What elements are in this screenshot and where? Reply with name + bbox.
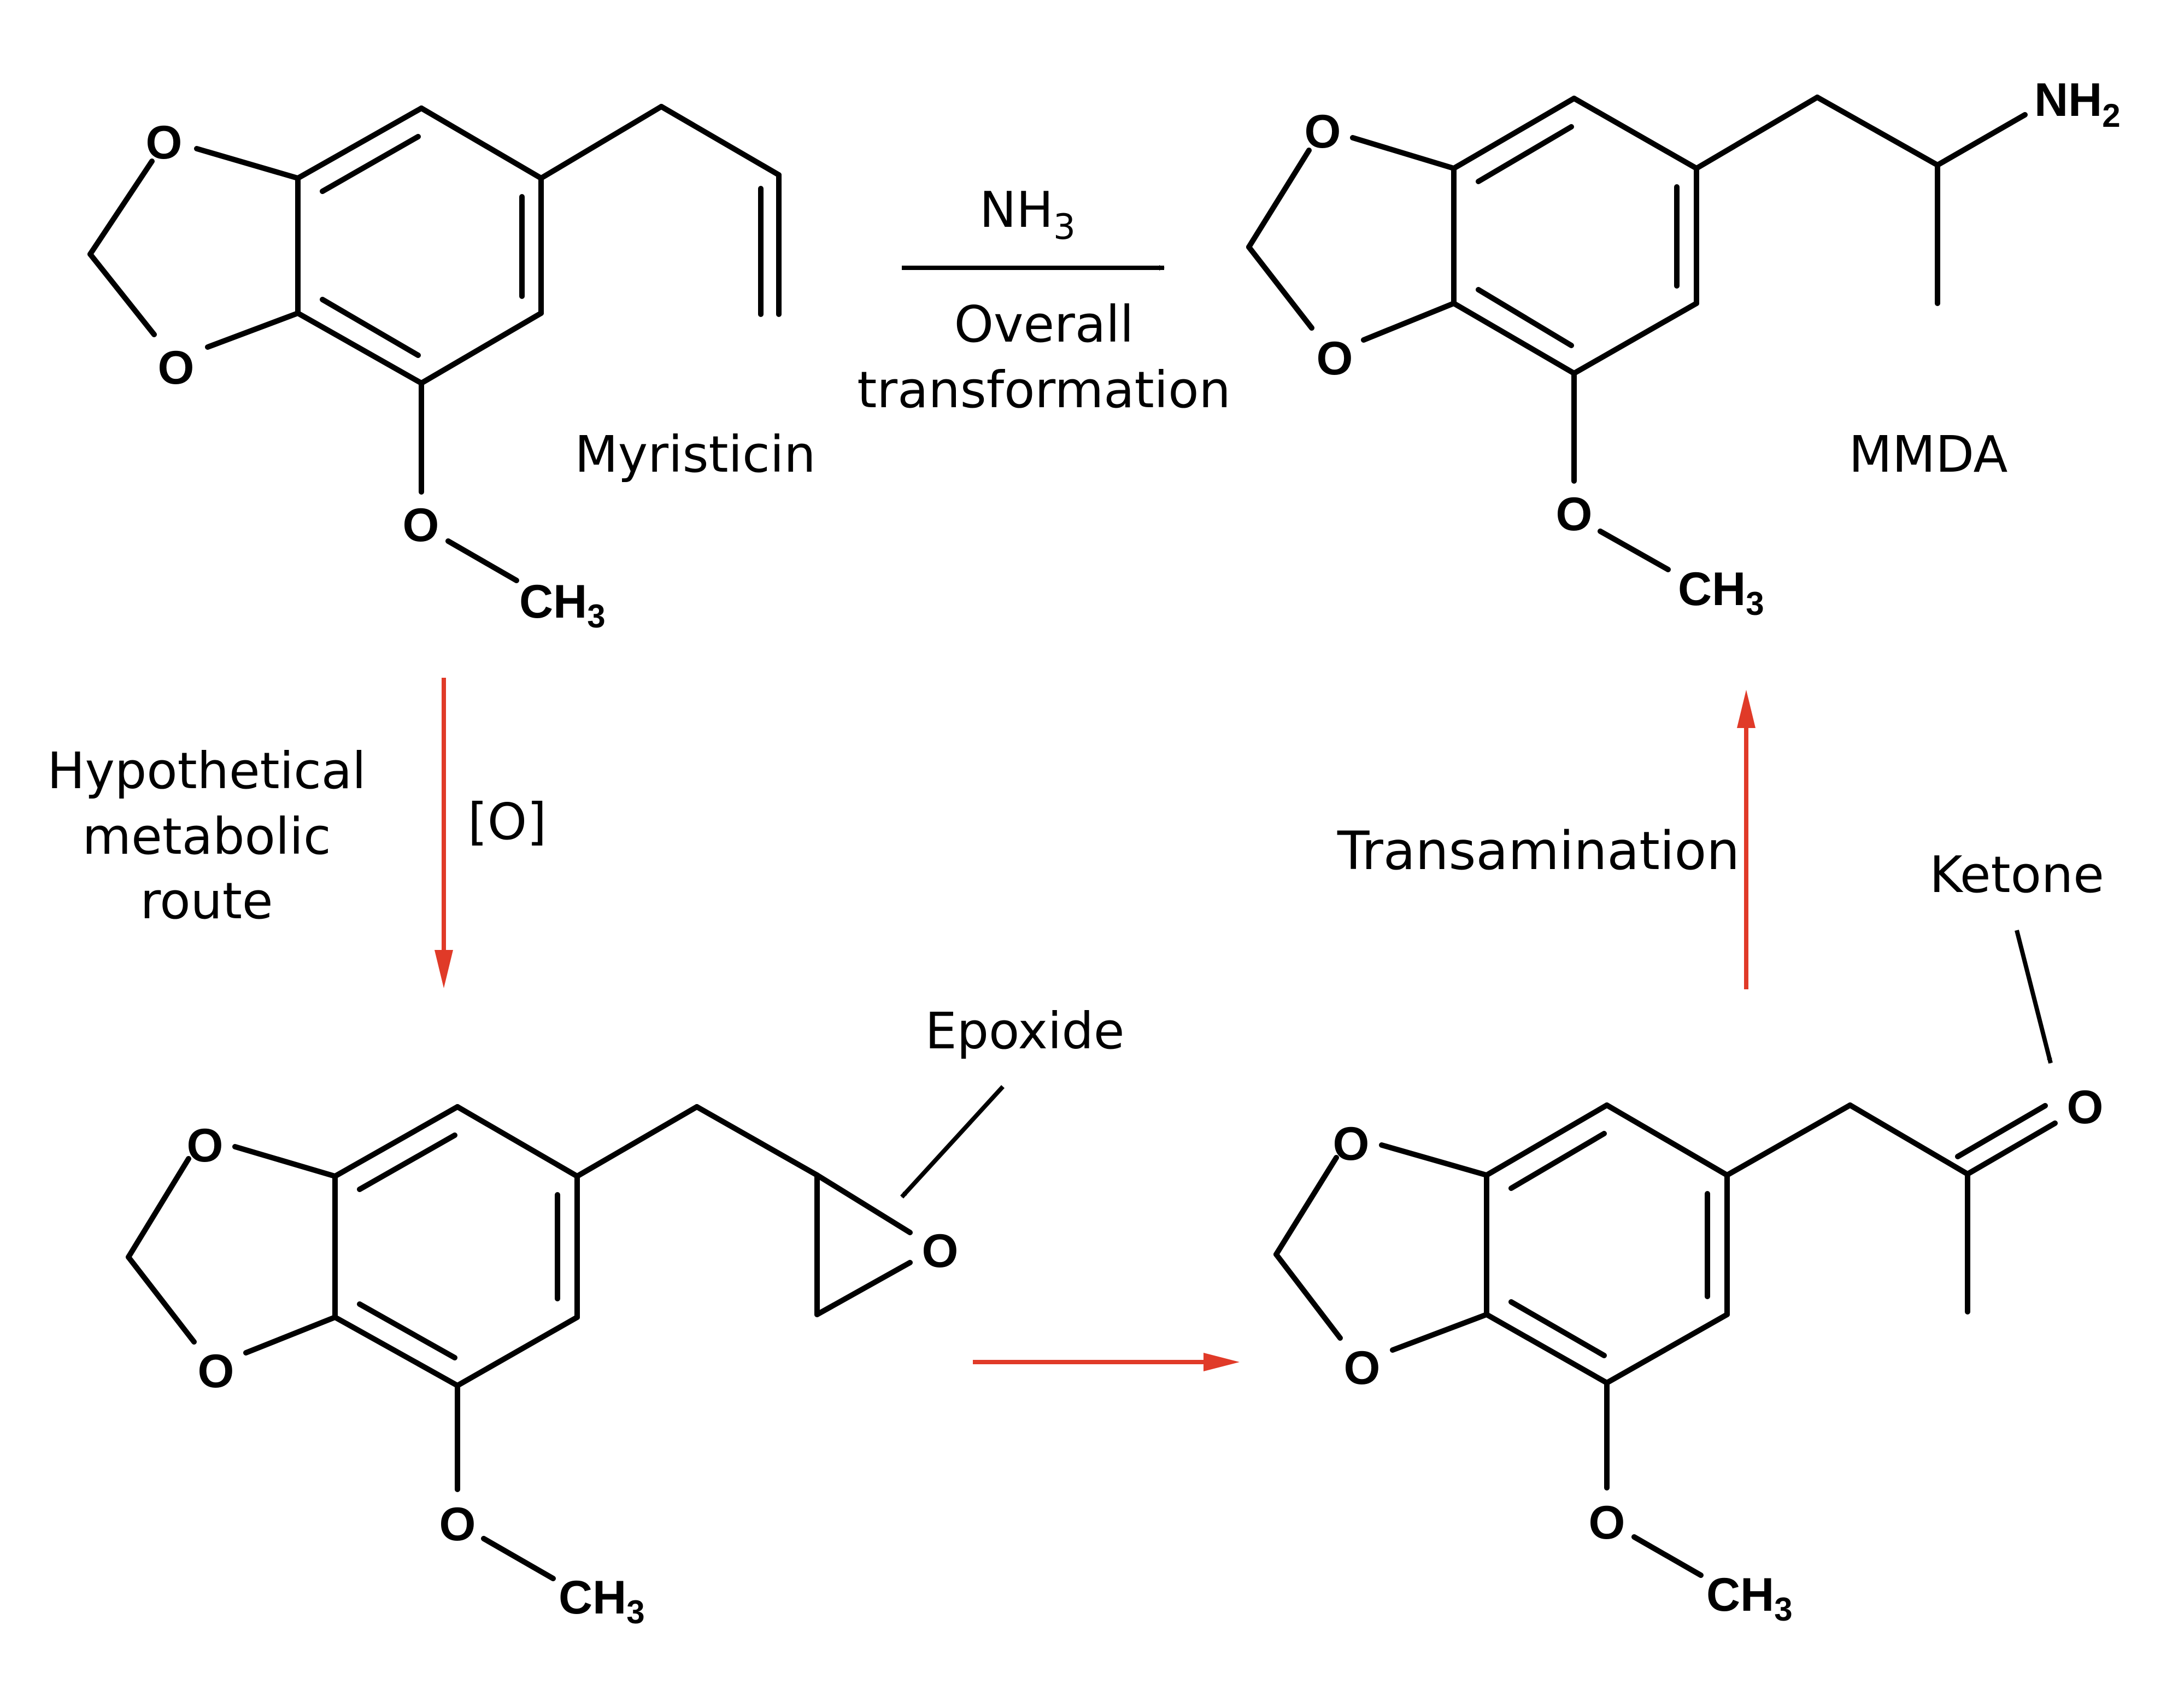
epoxide-structure: O O O O CH3 [126,1104,959,1630]
myristicin-oxygen-2: O [158,342,195,394]
ketone-methyl-sub: 3 [1774,1591,1792,1628]
mmda-methoxy-oxygen: O [1556,488,1593,541]
ketone-methyl: CH3 [1706,1569,1793,1628]
overall-transformation: NH3 Overall transformation [857,181,1231,419]
mmda-methyl-sub: 3 [1746,585,1764,622]
overall-caption-line2: transformation [857,361,1231,419]
ketone-callout-label: Ketone [1929,846,2104,904]
mmda-amine: NH2 [2034,74,2121,134]
epoxide-methyl: CH3 [559,1571,645,1630]
mmda-bonds [1246,95,2028,572]
myristicin-oxygen-1: O [146,116,183,169]
route-label-line1: Hypothetical [47,742,366,800]
myristicin-methyl-sub: 3 [587,598,605,635]
epoxide-methoxy-oxygen: O [439,1498,476,1551]
oxidation-arrowhead [435,950,453,988]
epoxide-methyl-sub: 3 [626,1594,644,1630]
ketone-bonds [1273,1102,2058,1578]
myristicin-name-label: Myristicin [574,425,815,484]
ketone-carbonyl-oxygen: O [2067,1081,2104,1134]
epoxide-oxygen-1: O [187,1119,224,1172]
mmda-methyl-ch: CH [1678,563,1746,615]
route-label-line3: route [140,872,273,930]
oxidation-reagent: [O] [468,793,547,851]
epoxide-callout-label: Epoxide [925,1002,1125,1060]
ammonia-nh: NH [979,181,1053,239]
myristicin-methyl-ch: CH [519,576,587,628]
transamination-arrowhead [1737,690,1756,728]
ketone-structure: O O O O CH3 [1273,1081,2104,1628]
route-label-line2: metabolic [82,807,331,866]
rearrangement-step [973,1353,1240,1371]
ketone-oxygen-2: O [1344,1342,1381,1394]
ketone-pointer [2015,930,2053,1064]
mmda-name-label: MMDA [1849,425,2008,484]
myristicin-structure: O O O CH3 [87,104,782,635]
ketone-oxygen-1: O [1333,1118,1370,1170]
ammonia-reagent: NH3 [979,181,1076,248]
transamination-label: Transamination [1337,820,1740,882]
epoxide-pointer [900,1085,1005,1199]
ammonia-sub: 3 [1053,207,1076,248]
mmda-methyl: CH3 [1678,563,1764,622]
mmda-amine-sub: 2 [2102,97,2120,134]
ketone-methyl-ch: CH [1706,1569,1774,1621]
oxidation-step: [O] [435,678,547,988]
mmda-structure: O O O CH3 NH2 [1246,74,2121,622]
ketone-callout: Ketone [1929,846,2104,1064]
overall-caption-line1: Overall [954,295,1134,354]
myristicin-methoxy-oxygen: O [403,499,439,551]
mmda-amine-nh: NH [2034,74,2102,126]
transamination-step: Transamination [1337,690,1756,989]
mmda-oxygen-2: O [1317,332,1353,385]
rearrangement-arrowhead [1203,1353,1240,1371]
epoxide-callout: Epoxide [900,1002,1125,1199]
epoxide-oxygen-2: O [198,1345,234,1398]
route-label: Hypothetical metabolic route [47,742,366,930]
ketone-methoxy-oxygen: O [1589,1497,1625,1549]
mmda-oxygen-1: O [1305,105,1341,158]
epoxide-bonds [126,1104,913,1581]
epoxide-methyl-ch: CH [559,1571,626,1624]
epoxide-ring-oxygen: O [922,1225,959,1277]
myristicin-methyl: CH3 [519,576,606,635]
myristicin-bonds [87,104,782,583]
